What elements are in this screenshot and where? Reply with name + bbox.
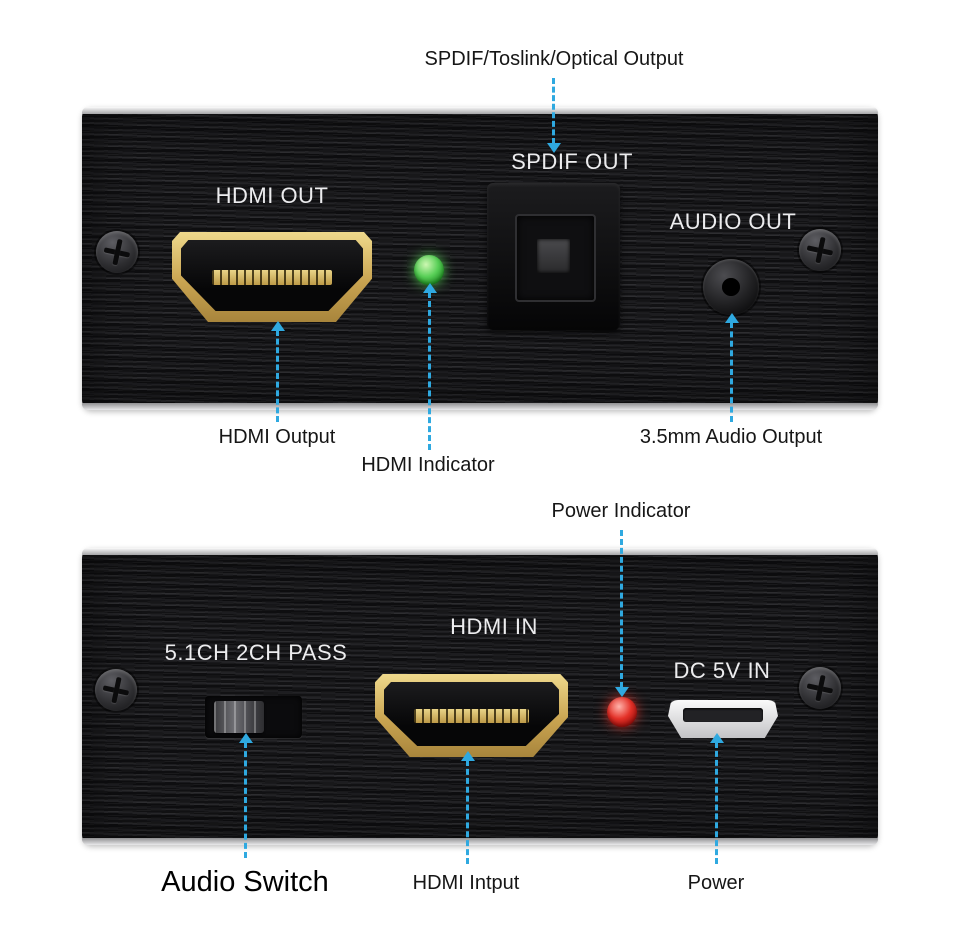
micro-usb-power-port <box>668 700 778 738</box>
screw-icon <box>795 663 845 713</box>
callout-audio-switch: Audio Switch <box>161 866 329 898</box>
switch-knob <box>214 701 264 733</box>
screw-icon <box>795 225 845 275</box>
leader-line-power-indicator <box>615 530 629 697</box>
spdif-inner <box>515 214 596 302</box>
spdif-window <box>537 239 570 273</box>
dc-5v-in-label: DC 5V IN <box>673 658 771 683</box>
usb-slot <box>683 708 763 723</box>
hdmi-tongue <box>413 708 530 723</box>
callout-power-indicator: Power Indicator <box>551 500 691 522</box>
device-back-panel: 5.1CH 2CH PASS HDMI IN DC 5V IN <box>82 548 878 845</box>
power-indicator-led <box>607 697 637 727</box>
callout-hdmi-output: HDMI Output <box>218 426 336 448</box>
leader-line-audio-output <box>725 313 739 422</box>
hdmi-out-port <box>172 232 372 322</box>
screw-icon <box>92 227 142 277</box>
hdmi-in-label: HDMI IN <box>450 614 538 639</box>
spdif-out-label: SPDIF OUT <box>511 149 633 174</box>
spdif-optical-port <box>487 183 620 330</box>
leader-line-spdif <box>547 78 561 153</box>
leader-line-power <box>710 733 724 864</box>
hdmi-tongue <box>212 269 332 286</box>
leader-line-hdmi-output <box>271 321 285 422</box>
audio-jack-port <box>703 259 759 315</box>
hdmi-in-port <box>375 674 568 757</box>
callout-hdmi-input: HDMI Intput <box>412 872 520 894</box>
audio-out-label: AUDIO OUT <box>669 209 797 234</box>
leader-line-hdmi-input <box>461 751 475 864</box>
callout-spdif-optical-output: SPDIF/Toslink/Optical Output <box>424 48 684 70</box>
hdmi-out-label: HDMI OUT <box>215 183 329 208</box>
screw-icon <box>91 665 141 715</box>
callout-power: Power <box>687 872 745 894</box>
callout-audio-output: 3.5mm Audio Output <box>639 426 823 448</box>
hdmi-indicator-led <box>414 255 444 285</box>
callout-hdmi-indicator: HDMI Indicator <box>361 454 495 476</box>
device-front-panel: HDMI OUT SPDIF OUT AUDIO OUT <box>82 107 878 410</box>
leader-line-hdmi-indicator <box>423 283 437 450</box>
audio-switch-label: 5.1CH 2CH PASS <box>164 640 348 665</box>
audio-mode-switch <box>205 696 302 738</box>
leader-line-audio-switch <box>239 733 253 858</box>
jack-hole <box>722 278 740 296</box>
